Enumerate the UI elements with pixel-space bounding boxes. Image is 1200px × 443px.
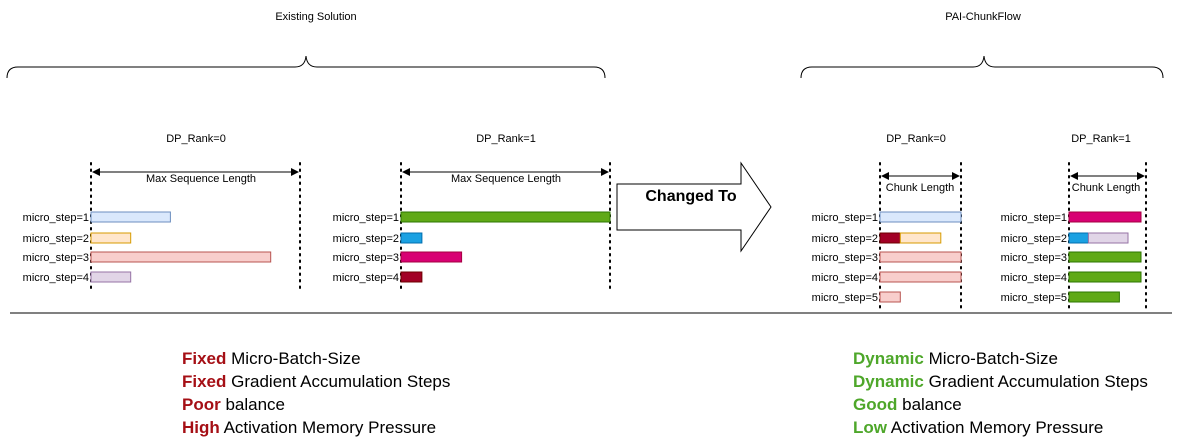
note-line: Dynamic Gradient Accumulation Steps: [853, 370, 1148, 393]
micro-step-label: micro_step=1: [23, 212, 89, 224]
rank-label-right-0: DP_Rank=0: [886, 133, 946, 145]
note-keyword: Dynamic: [853, 372, 924, 391]
micro-step-label: micro_step=4: [1001, 272, 1067, 284]
width-label-right-0: Chunk Length: [886, 182, 955, 194]
width-label-left-0: Max Sequence Length: [146, 173, 256, 185]
left-panel-title: Existing Solution: [275, 11, 356, 23]
micro-step-bar: [1068, 271, 1142, 283]
changed-to-arrow: [616, 161, 772, 253]
micro-step-label: micro_step=5: [1001, 292, 1067, 304]
micro-step-label: micro_step=1: [333, 212, 399, 224]
micro-step-label: micro_step=3: [23, 252, 89, 264]
micro-step-label: micro_step=4: [23, 272, 89, 284]
micro-step-bar: [90, 271, 132, 283]
note-line: Fixed Micro-Batch-Size: [182, 347, 450, 370]
micro-step-bar: [879, 211, 962, 223]
micro-step-bar: [1068, 211, 1142, 223]
note-line: Good balance: [853, 393, 1148, 416]
note-text: Activation Memory Pressure: [887, 418, 1104, 437]
note-line: Poor balance: [182, 393, 450, 416]
note-keyword: High: [182, 418, 220, 437]
note-keyword: Poor: [182, 395, 221, 414]
micro-step-bar: [879, 291, 901, 303]
micro-step-bar: [90, 211, 171, 223]
micro-step-bar: [879, 271, 962, 283]
micro-step-bar: [400, 251, 463, 263]
micro-step-label: micro_step=3: [812, 252, 878, 264]
note-text: Micro-Batch-Size: [226, 349, 361, 368]
micro-step-bars: [90, 211, 1142, 303]
micro-step-label: micro_step=2: [1001, 233, 1067, 245]
rank-label-left-0: DP_Rank=0: [166, 133, 226, 145]
right-panel-title: PAI-ChunkFlow: [945, 11, 1021, 23]
note-keyword: Fixed: [182, 372, 227, 391]
note-text: Activation Memory Pressure: [219, 418, 437, 437]
note-line: Dynamic Micro-Batch-Size: [853, 347, 1148, 370]
micro-step-label: micro_step=1: [812, 212, 878, 224]
micro-step-label: micro_step=4: [333, 272, 399, 284]
note-text: Gradient Accumulation Steps: [226, 372, 451, 391]
micro-step-label: micro_step=5: [812, 292, 878, 304]
micro-step-label: micro_step=1: [1001, 212, 1067, 224]
note-keyword: Dynamic: [853, 349, 924, 368]
micro-step-bar: [899, 232, 942, 244]
rank-label-right-1: DP_Rank=1: [1071, 133, 1131, 145]
note-line: Fixed Gradient Accumulation Steps: [182, 370, 450, 393]
note-keyword: Good: [853, 395, 898, 414]
changed-to-label: Changed To: [645, 188, 736, 205]
width-label-left-1: Max Sequence Length: [451, 173, 561, 185]
micro-step-label: micro_step=2: [333, 233, 399, 245]
note-text: balance: [220, 395, 286, 414]
note-keyword: Low: [853, 418, 887, 437]
micro-step-bar: [879, 232, 901, 244]
micro-step-bar: [1068, 251, 1142, 263]
note-keyword: Fixed: [182, 349, 227, 368]
note-text: Micro-Batch-Size: [923, 349, 1059, 368]
micro-step-label: micro_step=3: [333, 252, 399, 264]
micro-step-bar: [1087, 232, 1129, 244]
left-panel-brace: [6, 55, 606, 79]
micro-step-label: micro_step=4: [812, 272, 878, 284]
micro-step-bar: [400, 271, 423, 283]
micro-step-bar: [400, 232, 423, 244]
micro-step-label: micro_step=2: [812, 233, 878, 245]
left-notes: Fixed Micro-Batch-Size Fixed Gradient Ac…: [182, 347, 450, 439]
right-notes: Dynamic Micro-Batch-Size Dynamic Gradien…: [853, 347, 1148, 439]
note-line: High Activation Memory Pressure: [182, 416, 450, 439]
micro-step-label: micro_step=3: [1001, 252, 1067, 264]
micro-step-bar: [879, 251, 962, 263]
right-panel-brace: [800, 55, 1164, 79]
note-text: balance: [897, 395, 962, 414]
note-text: Gradient Accumulation Steps: [923, 372, 1148, 391]
micro-step-bar: [1068, 291, 1120, 303]
note-line: Low Activation Memory Pressure: [853, 416, 1148, 439]
micro-step-bar: [1068, 232, 1089, 244]
micro-step-bar: [400, 211, 611, 223]
width-label-right-1: Chunk Length: [1072, 182, 1141, 194]
micro-step-bar: [90, 232, 132, 244]
rank-label-left-1: DP_Rank=1: [476, 133, 536, 145]
micro-step-label: micro_step=2: [23, 233, 89, 245]
micro-step-bar: [90, 251, 272, 263]
